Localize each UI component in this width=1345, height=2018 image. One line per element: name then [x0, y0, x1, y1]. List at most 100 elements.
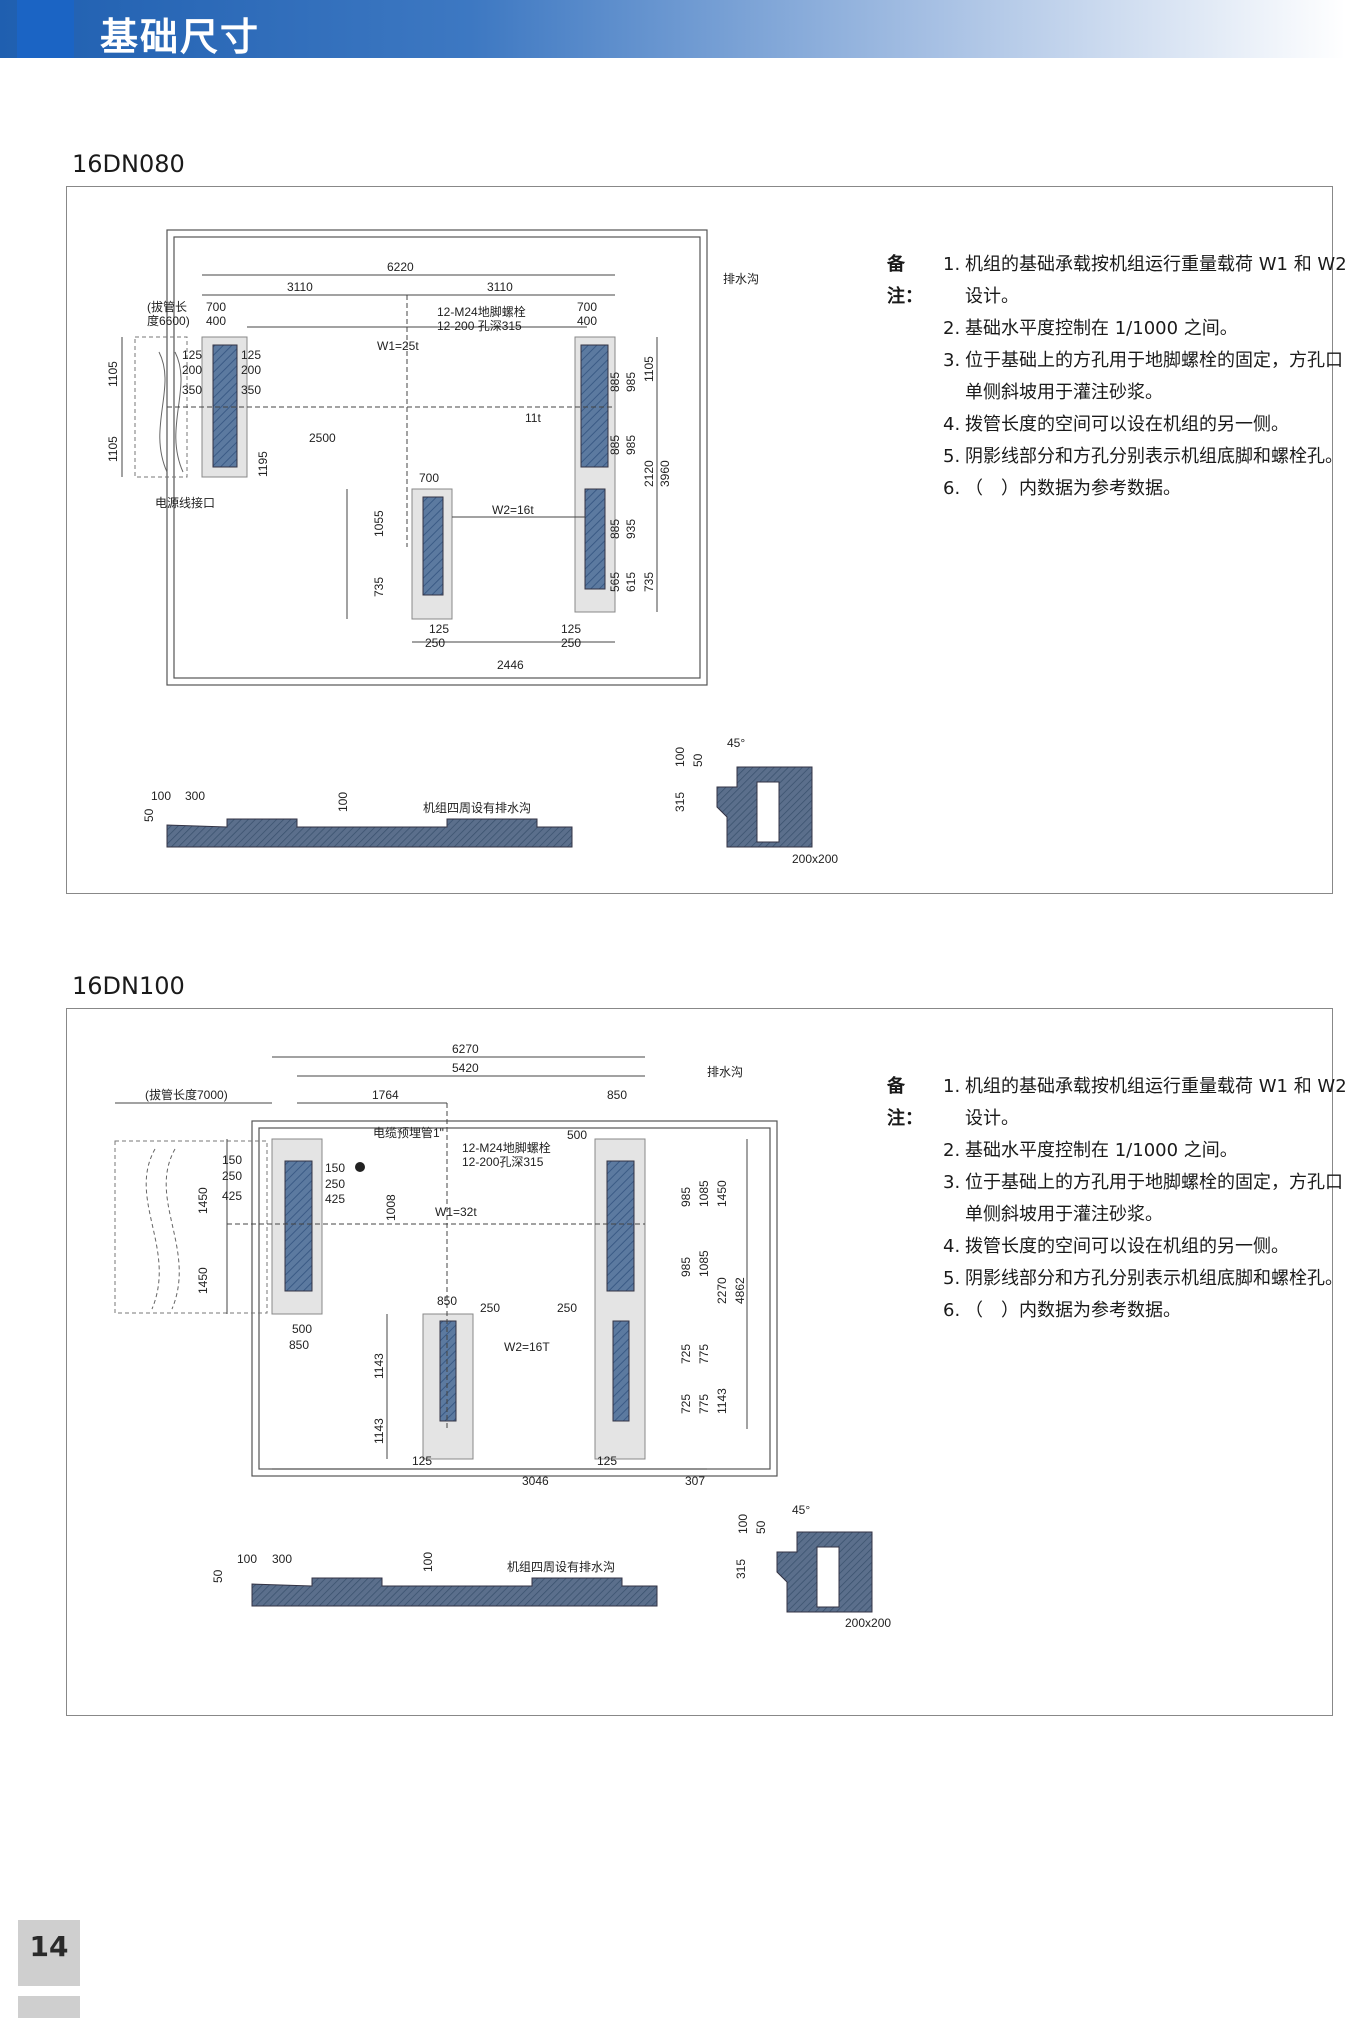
dim-250-bottom-right: 250	[561, 636, 581, 650]
dim-985-b: 985	[624, 435, 638, 455]
tube-length-label-2: 度6600)	[147, 313, 190, 328]
dim-3110-left: 3110	[287, 280, 313, 294]
dim-125-left-bottom: 125	[412, 1454, 432, 1468]
section-dim-50: 50	[142, 808, 156, 822]
dim-425-left: 425	[222, 1189, 242, 1203]
dim-350-left: 350	[182, 383, 202, 397]
note-number: 3.	[943, 350, 961, 371]
dim-125-bottom-right: 125	[561, 622, 581, 636]
tube-pull-zone	[114, 1140, 268, 1314]
foot-bottom-left	[422, 496, 444, 596]
dim-400-left: 400	[206, 314, 226, 328]
dim-615: 615	[624, 572, 638, 592]
section-dim-100: 100	[151, 789, 171, 803]
dim-1055: 1055	[372, 510, 386, 537]
header-accent-block	[17, 0, 74, 58]
dim-1143-right: 1143	[715, 1388, 729, 1414]
foot-right-upper	[606, 1160, 635, 1292]
notes-head: 备注：	[887, 1076, 923, 1129]
page-title: 基础尺寸	[100, 15, 261, 59]
dim-935: 935	[624, 519, 638, 539]
note-item: 2.基础水平度控制在 1/1000 之间。	[943, 313, 1345, 345]
dim-775-a: 775	[697, 1344, 711, 1364]
detail-dim-315: 315	[673, 792, 687, 812]
dim-3110-right: 3110	[487, 280, 513, 294]
section-dim-100-vertical: 100	[421, 1552, 435, 1572]
page-number-box	[18, 1920, 80, 1986]
note-item: 5.阴影线部分和方孔分别表示机组底脚和螺栓孔。	[943, 441, 1345, 473]
section-dim-300: 300	[272, 1552, 292, 1566]
note-number: 4.	[943, 1236, 961, 1257]
dim-775-b: 775	[697, 1394, 711, 1414]
note-text: 机组的基础承载按机组运行重量载荷 W1 和 W2	[965, 1076, 1345, 1097]
note-text-continued: 单侧斜坡用于灌注砂浆。	[965, 382, 1163, 403]
note-item: 6.（ ）内数据为参考数据。	[943, 1295, 1345, 1327]
dim-125-right: 125	[241, 348, 261, 362]
load-w2: W2=16t	[492, 503, 534, 517]
note-item: 2.基础水平度控制在 1/1000 之间。	[943, 1135, 1345, 1167]
dim-250-bottom-left: 250	[425, 636, 445, 650]
detail-dim-100: 100	[736, 1514, 750, 1534]
load-11t: 11t	[525, 411, 541, 425]
dim-350-right: 350	[241, 383, 261, 397]
note-text: 基础水平度控制在 1/1000 之间。	[965, 318, 1238, 339]
foot-bottom-left	[439, 1320, 457, 1422]
dim-885-a: 885	[608, 372, 622, 392]
tube-curve-2	[174, 351, 184, 473]
note-text: 位于基础上的方孔用于地脚螺栓的固定，方孔口	[965, 1172, 1343, 1193]
dim-2446: 2446	[497, 658, 524, 672]
dim-1143-upper: 1143	[372, 1353, 386, 1379]
dim-850-bottom: 850	[289, 1338, 309, 1352]
note-number: 1.	[943, 1076, 961, 1097]
dim-1143-lower: 1143	[372, 1418, 386, 1444]
detail-bolt-hole	[756, 781, 780, 843]
dim-6220: 6220	[387, 260, 414, 274]
dim-985-a: 985	[624, 372, 638, 392]
drawing-panel-16dn100: 6270 5420 1764 850 500 (拔管长度7000) 电缆预埋管1…	[66, 1008, 1345, 1716]
dim-1195: 1195	[256, 451, 270, 477]
drawing-panel-16dn080: 6220 3110 3110 700 400 700 400 (拔管长 度660…	[66, 186, 1345, 894]
tube-curve-1	[145, 1148, 160, 1310]
detail-dim-50: 50	[754, 1520, 768, 1534]
note-text: 拨管长度的空间可以设在机组的另一侧。	[965, 1236, 1289, 1257]
dim-1105-right: 1105	[642, 356, 656, 382]
dim-2500: 2500	[309, 431, 336, 445]
foundation-drawing-16dn080: 6220 3110 3110 700 400 700 400 (拔管长 度660…	[106, 229, 838, 866]
dim-3046: 3046	[522, 1474, 549, 1488]
section-dim-100-vertical: 100	[336, 792, 350, 812]
note-number: 4.	[943, 414, 961, 435]
note-number: 5.	[943, 1268, 961, 1289]
dim-700-left: 700	[206, 300, 226, 314]
load-w1: W1=25t	[377, 339, 419, 353]
dim-125-right-bottom: 125	[597, 1454, 617, 1468]
bolt-note-2: 12-200孔深315	[462, 1155, 544, 1169]
dim-1764: 1764	[372, 1088, 399, 1102]
detail-hole-size: 200x200	[792, 852, 838, 866]
dim-700-right: 700	[577, 300, 597, 314]
bolt-note-1: 12-M24地脚螺栓	[462, 1140, 551, 1155]
dim-1450-upper: 1450	[196, 1187, 210, 1214]
dim-500-bottom: 500	[292, 1322, 312, 1336]
dim-700-bottom: 700	[419, 471, 439, 485]
bolt-note-2: 12-200 孔深315	[437, 319, 522, 333]
tube-curve-1	[158, 351, 168, 473]
note-text: 基础水平度控制在 1/1000 之间。	[965, 1140, 1238, 1161]
note-item: 5.阴影线部分和方孔分别表示机组底脚和螺栓孔。	[943, 1263, 1345, 1295]
dim-565: 565	[608, 572, 622, 592]
dim-850-top: 850	[607, 1088, 627, 1102]
section-profile	[251, 1577, 658, 1607]
dim-150-left: 150	[222, 1153, 242, 1167]
tube-curve-2	[165, 1148, 180, 1310]
detail-dim-100: 100	[673, 747, 687, 767]
note-text: 机组的基础承载按机组运行重量载荷 W1 和 W2	[965, 254, 1345, 275]
note-text-continued: 设计。	[965, 286, 1019, 307]
load-w2: W2=16T	[504, 1340, 550, 1354]
dim-1008: 1008	[384, 1194, 398, 1221]
foot-right-lower	[584, 488, 606, 590]
section-drain-note: 机组四周设有排水沟	[507, 1560, 615, 1574]
dim-1105-lower: 1105	[106, 436, 120, 462]
section-drain-note: 机组四周设有排水沟	[423, 801, 531, 815]
